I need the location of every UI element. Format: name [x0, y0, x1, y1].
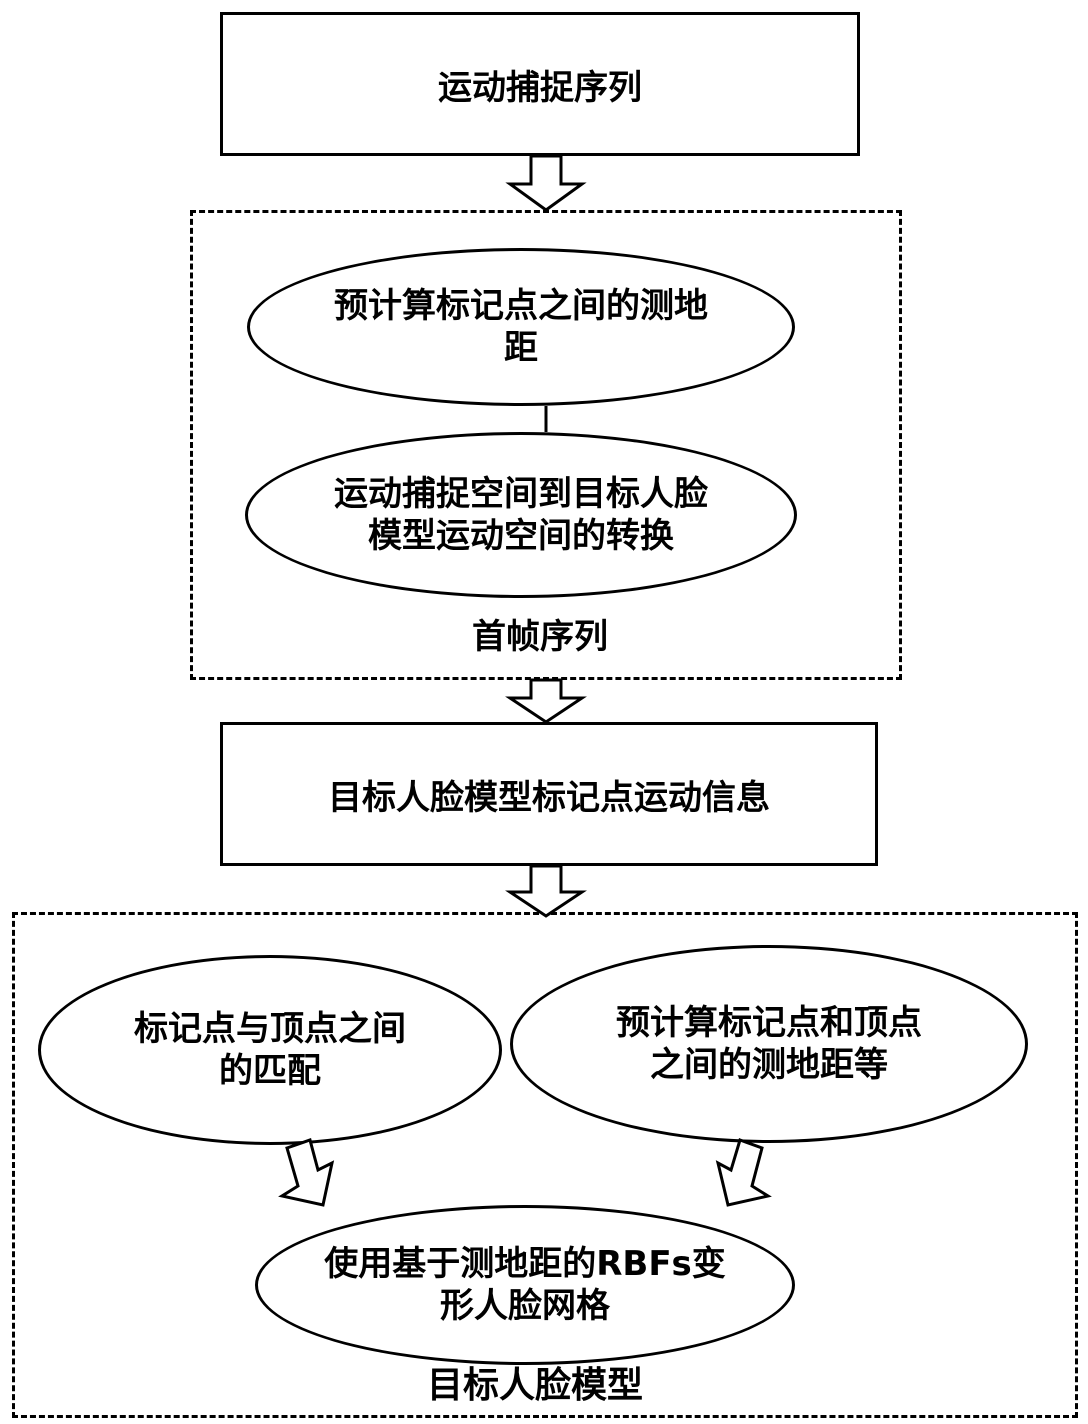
motion-capture-sequence-text: 运动捕捉序列 — [438, 67, 642, 108]
precompute-marker-vertex-line-2: 之间的测地距等 — [650, 1045, 888, 1085]
marker-vertex-match-line-2: 的匹配 — [219, 1051, 321, 1091]
target-marker-motion-box: 目标人脸模型标记点运动信息 — [220, 722, 878, 866]
marker-vertex-match-node: 标记点与顶点之间 的匹配 — [38, 955, 502, 1145]
block-arrow-3 — [505, 864, 587, 918]
target-face-label: 目标人脸模型 — [426, 1365, 643, 1406]
precompute-marker-geodesic-node: 预计算标记点之间的测地 距 — [247, 248, 795, 406]
precompute-marker-vertex-line-1: 预计算标记点和顶点 — [616, 1002, 922, 1043]
block-arrow-1 — [505, 154, 587, 212]
block-arrow-2 — [505, 678, 587, 724]
space-transform-line-2: 模型运动空间的转换 — [368, 516, 674, 556]
motion-capture-sequence-box: 运动捕捉序列 — [220, 12, 860, 156]
rbf-deform-line-2: 形人脸网格 — [440, 1286, 610, 1326]
space-transform-node: 运动捕捉空间到目标人脸 模型运动空间的转换 — [245, 432, 797, 598]
space-transform-line-1: 运动捕捉空间到目标人脸 — [334, 473, 708, 514]
first-frame-label: 首帧序列 — [472, 617, 608, 657]
rbf-deform-node: 使用基于测地距的RBFs变 形人脸网格 — [255, 1205, 795, 1365]
precompute-marker-geodesic-line-2: 距 — [504, 328, 538, 368]
marker-vertex-match-line-1: 标记点与顶点之间 — [134, 1008, 406, 1049]
precompute-marker-geodesic-line-1: 预计算标记点之间的测地 — [334, 285, 708, 326]
precompute-marker-vertex-node: 预计算标记点和顶点 之间的测地距等 — [510, 945, 1028, 1143]
rbf-deform-line-1: 使用基于测地距的RBFs变 — [324, 1243, 726, 1284]
target-marker-motion-text: 目标人脸模型标记点运动信息 — [328, 777, 770, 818]
